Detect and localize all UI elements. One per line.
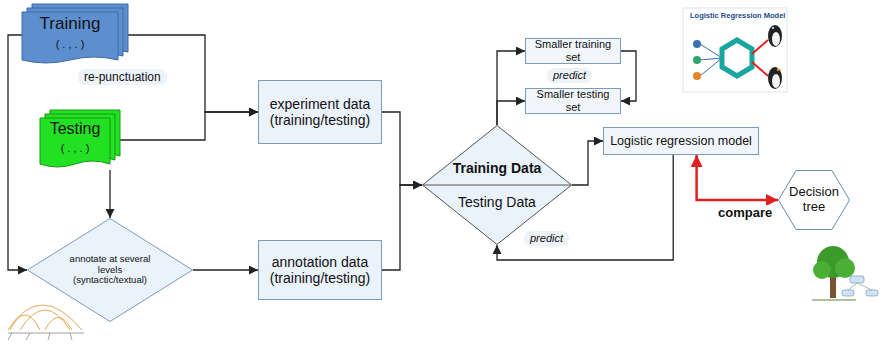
flow-arrow	[193, 269, 258, 270]
node-title: Decision tree	[788, 185, 840, 215]
flow-arrow	[120, 112, 258, 140]
node-title: annotation data (training/testing)	[262, 254, 378, 286]
hexagon-node: Decision tree	[778, 170, 850, 230]
outline-part	[604, 128, 759, 155]
flow-arrow	[109, 170, 110, 218]
node-text: ( . , . )	[61, 142, 90, 155]
image-title: Logistic Regression Model	[690, 11, 785, 20]
outline-part	[259, 81, 382, 144]
outline-part	[40, 118, 110, 167]
outline-part	[779, 171, 850, 230]
flow-arrow	[621, 51, 636, 101]
flow-arrow	[8, 35, 27, 270]
compare-arrow	[697, 155, 778, 200]
node-title: Logistic regression model	[610, 134, 752, 148]
document-stack: Training ( . , . )	[22, 4, 128, 66]
node-title: Smaller testing set	[529, 88, 617, 113]
node-title: Training Data	[453, 160, 542, 176]
outline-part	[28, 219, 193, 322]
node-title: annotate at several levels (syntactic/te…	[60, 254, 160, 287]
process-box: Smaller testing set	[525, 88, 621, 114]
node-title: Testing	[50, 120, 101, 138]
dependency-tree-thumbnail	[8, 305, 84, 340]
tree-image	[812, 246, 878, 300]
node-outline	[40, 110, 120, 170]
process-box: annotation data (training/testing)	[258, 240, 382, 300]
edge-label: compare	[716, 205, 774, 221]
flow-arrow	[382, 112, 422, 185]
node-outline	[422, 125, 572, 245]
process-box: experiment data (training/testing)	[258, 80, 382, 144]
outline-part	[259, 241, 382, 300]
predict-label: predict	[547, 68, 592, 83]
model-box: Logistic regression model	[603, 127, 759, 155]
flow-arrow	[382, 185, 422, 270]
node-outline	[22, 4, 128, 66]
split-diamond: Training DataTesting Data	[422, 125, 572, 245]
flow-arrow	[497, 101, 525, 125]
node-title: experiment data (training/testing)	[262, 96, 378, 128]
node-title: Training	[40, 14, 101, 34]
flow-arrow	[497, 51, 525, 125]
node-text: Testing Data	[458, 194, 536, 210]
process-box: Smaller training set	[525, 38, 621, 64]
document-stack: Testing ( . , . )	[40, 110, 120, 170]
node-text: ( . , . )	[56, 38, 85, 51]
node-title: Smaller training set	[529, 38, 617, 63]
outline-part	[423, 185, 572, 186]
outline-part	[423, 126, 572, 245]
logistic-regression-image	[683, 8, 787, 92]
outline-part	[22, 12, 118, 63]
decision-diamond: annotate at several levels (syntactic/te…	[27, 218, 193, 322]
outline-part	[526, 39, 621, 64]
step-label: re-punctuation	[78, 69, 167, 85]
predict-label: predict	[524, 231, 569, 246]
flow-arrow	[572, 141, 603, 185]
outline-part	[526, 89, 621, 114]
